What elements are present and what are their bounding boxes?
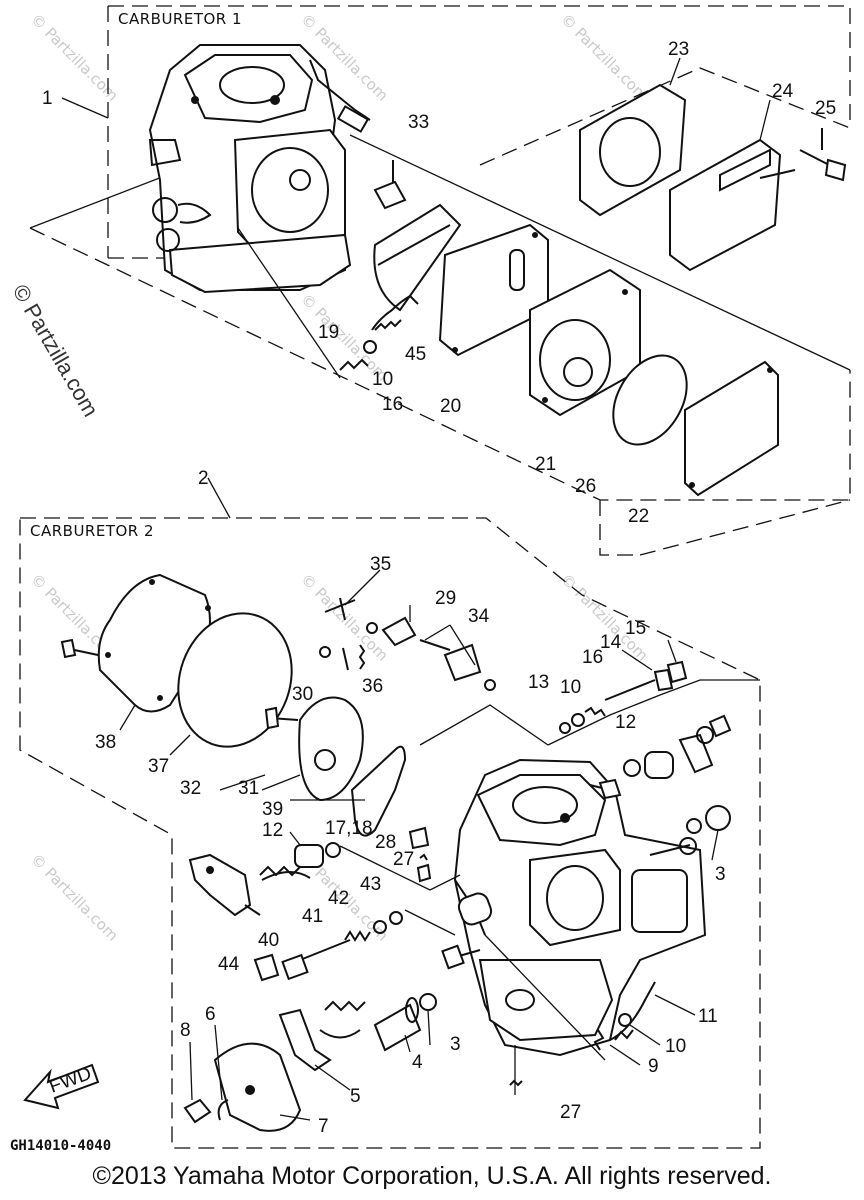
parts-40-41-42-43 [253,909,456,982]
part-22 [684,360,779,497]
carburetor-2-group: CARBURETOR 2 [19,477,761,1149]
part-24 [669,138,796,272]
callout-17-18: 17,18 [325,818,373,839]
callout-4: 4 [412,1052,423,1073]
part-45-spring-screw [339,294,419,371]
callout-26: 26 [575,476,596,497]
carburetor-1-body [148,44,371,294]
callout-27: 27 [393,849,414,870]
callout-15: 15 [625,618,646,639]
callout-24: 24 [772,81,794,102]
carb-2-leaders [119,704,719,1121]
carburetor-2-body [441,758,707,1057]
watermark-text: © Partzilla.com [27,850,122,945]
callout-10: 10 [372,369,393,390]
callout-30: 30 [292,684,313,705]
carburetor-1-boundary [479,67,851,166]
callout-35: 35 [370,554,391,575]
callout-7: 7 [318,1116,329,1137]
callout-1: 1 [42,88,53,109]
callout-16: 16 [582,647,603,668]
callout-11: 11 [698,1006,718,1027]
part-26 [612,354,688,446]
callout-32: 32 [180,778,201,799]
part-37 [177,612,293,748]
callout-14: 14 [600,632,622,653]
carburetor-1-boundary [29,227,851,501]
part-31 [264,696,364,802]
callout-22: 22 [628,506,649,527]
carb-1-leaders [61,57,771,379]
callout-31: 31 [238,778,259,799]
part-23 [579,83,687,217]
diagram-code: GH14010-4040 [10,1138,111,1154]
carburetor-1-boundary [108,5,851,128]
callout-16: 16 [382,394,403,415]
callout-36: 36 [362,676,383,697]
callout-25: 25 [815,98,836,119]
callout-42: 42 [328,888,349,909]
carburetor-1-boundary [639,499,851,556]
callout-9: 9 [648,1056,659,1077]
callout-23: 23 [668,39,689,60]
carburetor-2-leader [207,477,231,519]
parts-6-7-8 [183,1042,302,1132]
callout-41: 41 [302,906,323,927]
part-19 [373,203,462,312]
parts-9-10-11-27 [484,934,656,1095]
callout-33: 33 [408,112,429,133]
callout-28: 28 [375,832,396,853]
callout-labels: 1 2 3 3 4 5 6 7 8 9 10 10 10 11 12 12 13… [42,39,836,1137]
side-watermark: © Partzilla.com [8,280,104,421]
callout-3: 3 [715,864,726,885]
callout-6: 6 [205,1004,216,1025]
callout-10: 10 [560,677,581,698]
callout-12: 12 [615,712,636,733]
callout-21: 21 [535,454,556,475]
left-lever-parts [188,853,311,917]
watermark-text: © Partzilla.com [557,10,652,105]
callout-8: 8 [180,1020,191,1041]
carburetor-1-boundary [599,500,640,556]
callout-27: 27 [560,1102,581,1123]
carburetor-2-boundary [19,517,761,1149]
callout-5: 5 [350,1086,361,1107]
carburetor-1-boundary [349,134,851,371]
callout-20: 20 [440,396,461,417]
callout-38: 38 [95,732,116,753]
parts-12-17-18-28-27 [294,826,461,891]
callout-39: 39 [262,799,283,820]
callout-12: 12 [262,820,283,841]
parts-10-12-13-14-15-16 [419,639,760,834]
callout-45: 45 [405,344,426,365]
callout-43: 43 [360,874,381,895]
copyright-notice: ©2013 Yamaha Motor Corporation, U.S.A. A… [92,1162,772,1190]
parts-35-36-29-34-30 [319,569,496,691]
part-25 [799,128,847,182]
callout-3: 3 [450,1034,461,1055]
parts-3-4-5 [278,993,437,1072]
callout-37: 37 [148,756,169,777]
carburetor-1-label: CARBURETOR 1 [118,10,242,28]
callout-29: 29 [435,588,456,609]
callout-13: 13 [528,672,549,693]
callout-34: 34 [468,606,490,627]
callout-10: 10 [665,1036,686,1057]
callout-40: 40 [258,930,279,951]
callout-2: 2 [198,468,209,489]
part-39 [350,745,407,837]
part-33 [373,160,407,210]
fwd-arrow: FWD [23,1063,100,1110]
callout-19: 19 [318,322,339,343]
callout-44: 44 [218,954,240,975]
carburetor-2-label: CARBURETOR 2 [30,522,154,540]
